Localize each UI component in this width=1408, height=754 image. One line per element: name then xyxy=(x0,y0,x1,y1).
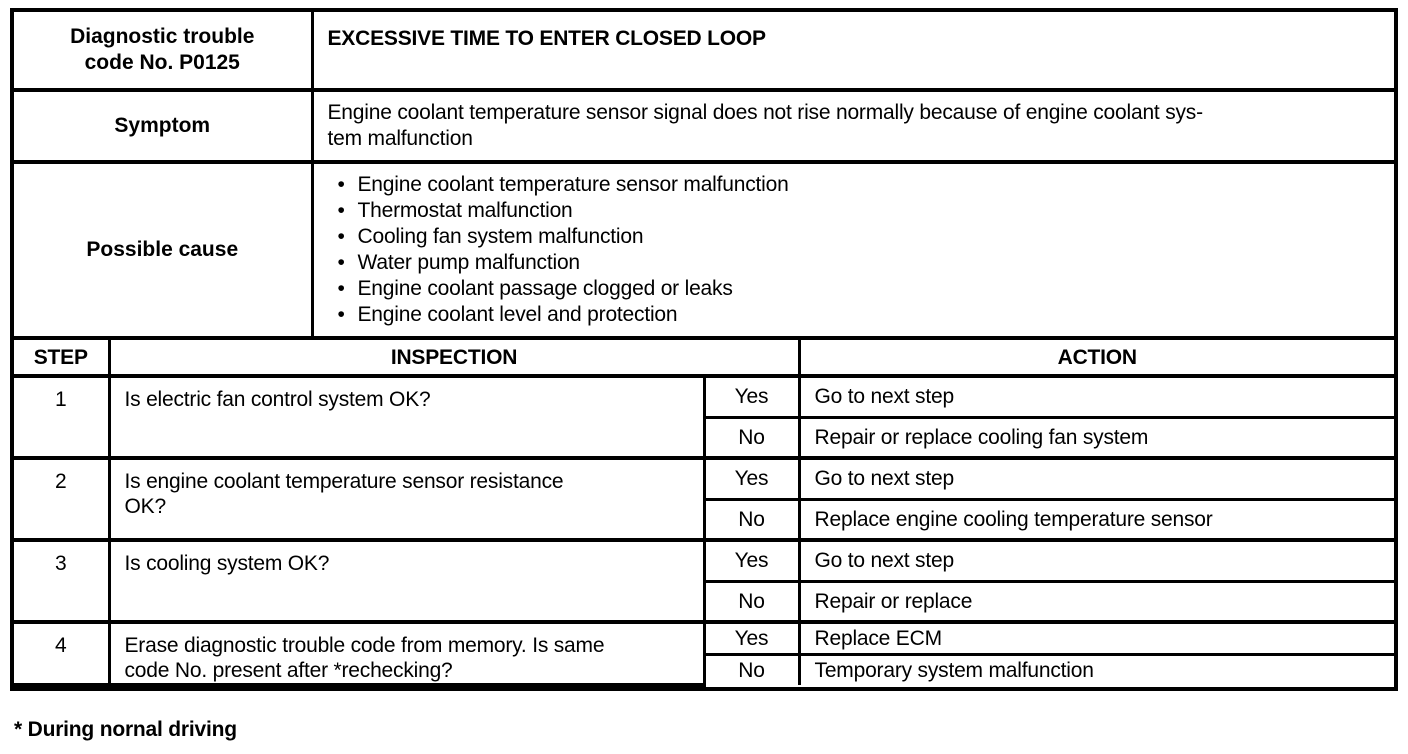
symptom-row: Symptom Engine coolant temperature senso… xyxy=(14,90,1394,164)
symptom-line1: Engine coolant temperature sensor signal… xyxy=(327,101,1204,124)
no-action-cell: Replace engine cooling temperature senso… xyxy=(799,499,1394,542)
inspection-column-header: INSPECTION xyxy=(109,338,801,378)
table-row: No Repair or replace xyxy=(14,581,1394,624)
no-cell: No xyxy=(704,499,801,542)
step-number: 3 xyxy=(14,540,111,624)
cause-item: Engine coolant passage clogged or leaks xyxy=(328,276,1381,302)
cause-item: Thermostat malfunction xyxy=(328,198,1381,224)
cause-item: Water pump malfunction xyxy=(328,250,1381,276)
inspection-cell: Erase diagnostic trouble code from memor… xyxy=(109,622,706,687)
yes-cell: Yes xyxy=(704,376,801,419)
yes-cell: Yes xyxy=(704,458,801,501)
yes-action-cell: Go to next step xyxy=(799,540,1394,583)
inspection-line: Erase diagnostic trouble code from memor… xyxy=(124,634,605,657)
inspection-line: Is engine coolant temperature sensor res… xyxy=(124,470,564,493)
dtc-info-table: Diagnostic trouble code No. P0125 EXCESS… xyxy=(14,12,1394,336)
no-action-cell: Repair or replace xyxy=(799,581,1394,624)
table-row: No Replace engine cooling temperature se… xyxy=(14,499,1394,542)
dtc-label-line2: code No. P0125 xyxy=(84,51,240,74)
diagnostic-sheet: Diagnostic trouble code No. P0125 EXCESS… xyxy=(10,8,1398,691)
possible-cause-list-cell: Engine coolant temperature sensor malfun… xyxy=(312,162,1394,336)
table-row: 4 Erase diagnostic trouble code from mem… xyxy=(14,622,1394,687)
cause-item: Cooling fan system malfunction xyxy=(328,224,1381,250)
yes-action-cell: Go to next step xyxy=(799,376,1394,419)
action-column-header: ACTION xyxy=(799,338,1394,378)
dtc-row: Diagnostic trouble code No. P0125 EXCESS… xyxy=(14,12,1394,92)
dtc-label-line1: Diagnostic trouble xyxy=(70,25,255,48)
dtc-code-label: Diagnostic trouble code No. P0125 xyxy=(14,12,314,92)
table-row: No Temporary system malfunction xyxy=(14,654,1394,685)
symptom-text: Engine coolant temperature sensor signal… xyxy=(312,90,1394,164)
symptom-label: Symptom xyxy=(14,90,314,164)
yes-cell: Yes xyxy=(704,622,801,656)
yes-cell: Yes xyxy=(704,540,801,583)
table-row: 1 Is electric fan control system OK? Yes… xyxy=(14,376,1394,460)
inspection-cell: Is cooling system OK? xyxy=(109,540,706,624)
table-row: No Repair or replace cooling fan system xyxy=(14,417,1394,460)
footnote: * During nornal driving xyxy=(14,718,237,741)
step-number: 4 xyxy=(14,622,111,687)
yes-action-cell: Replace ECM xyxy=(799,622,1394,656)
no-cell: No xyxy=(704,581,801,624)
table-row: 2 Is engine coolant temperature sensor r… xyxy=(14,458,1394,542)
yes-action-cell: Go to next step xyxy=(799,458,1394,501)
inspection-line: Is cooling system OK? xyxy=(124,552,330,575)
step-number: 2 xyxy=(14,458,111,542)
step-column-header: STEP xyxy=(14,338,111,378)
no-action-cell: Temporary system malfunction xyxy=(814,658,1094,682)
inspection-line: code No. present after *rechecking? xyxy=(124,659,453,682)
symptom-line2: tem malfunction xyxy=(327,127,473,150)
inspection-line: OK? xyxy=(124,495,167,518)
possible-cause-row: Possible cause Engine coolant temperatur… xyxy=(14,162,1394,336)
possible-cause-list: Engine coolant temperature sensor malfun… xyxy=(328,172,1381,328)
possible-cause-label: Possible cause xyxy=(14,162,314,336)
no-cell: No xyxy=(704,417,801,460)
inspection-cell: Is electric fan control system OK? xyxy=(109,376,706,460)
inspection-cell: Is engine coolant temperature sensor res… xyxy=(109,458,706,542)
no-action-cell: Repair or replace cooling fan system xyxy=(799,417,1394,460)
inspection-line: Is electric fan control system OK? xyxy=(124,388,431,411)
step-number: 1 xyxy=(14,376,111,460)
troubleshooting-steps-table: STEP INSPECTION ACTION 1 Is electric fan… xyxy=(14,336,1394,687)
table-row: 3 Is cooling system OK? Yes Go to next s… xyxy=(14,540,1394,624)
steps-header-row: STEP INSPECTION ACTION xyxy=(14,338,1394,378)
no-cell: No xyxy=(704,654,801,685)
dtc-title: EXCESSIVE TIME TO ENTER CLOSED LOOP xyxy=(312,12,1394,92)
cause-item: Engine coolant level and protection xyxy=(328,302,1381,328)
cause-item: Engine coolant temperature sensor malfun… xyxy=(328,172,1381,198)
